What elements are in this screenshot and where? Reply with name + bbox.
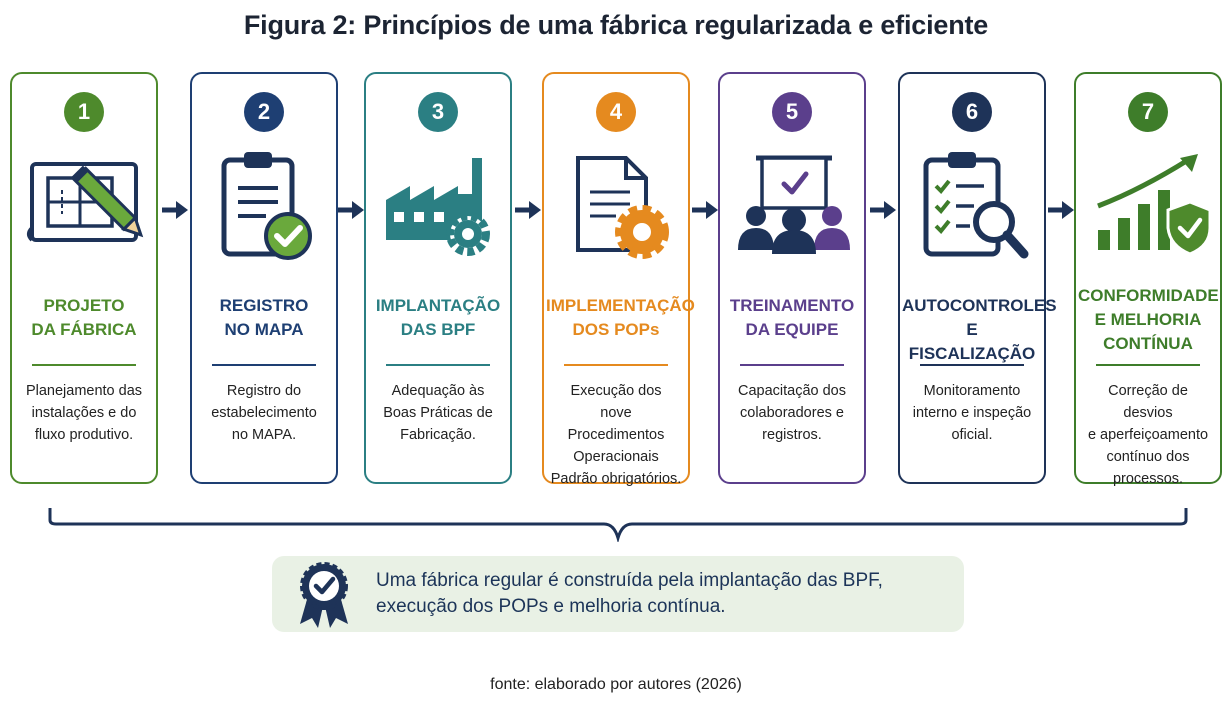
- arrow-right-icon: [870, 201, 896, 219]
- step-number-badge: 7: [1128, 92, 1168, 132]
- divider: [740, 364, 844, 366]
- grouping-brace: [48, 508, 1188, 542]
- figure-source: fonte: elaborado por autores (2026): [490, 676, 742, 693]
- arrow-right-icon: [1048, 201, 1074, 219]
- step-card-6: 6 AUTOCONTROLES E FISCALIZAÇÃO Monitoram…: [898, 72, 1057, 484]
- figure-title: Figura 2: Princípios de uma fábrica regu…: [243, 10, 989, 40]
- divider: [920, 364, 1024, 366]
- step-card-4: 4 IMPLEMENTAÇÃO DOS POPs Execução dos no…: [542, 72, 695, 487]
- step-description: Registro do estabelecimento no MAPA.: [211, 383, 317, 443]
- step-card-2: 2 REGISTRO NO MAPA Registro do estabelec…: [190, 72, 338, 484]
- divider: [386, 364, 490, 366]
- step-description: Monitoramento interno e inspeção oficial…: [912, 383, 1032, 443]
- step-description: Capacitação dos colaboradores e registro…: [737, 383, 846, 443]
- divider: [212, 364, 316, 366]
- team-training-icon: [738, 155, 850, 254]
- step-card-7: 7 CONFORMIDADE E MELHORIA CONTÍNUA Corre…: [1074, 72, 1222, 487]
- step-heading: CONFORMIDADE E MELHORIA CONTÍNUA: [1078, 286, 1219, 353]
- step-number-badge: 2: [244, 92, 284, 132]
- step-number-badge: 4: [596, 92, 636, 132]
- step-card-5: 5 TREINAMENTO DA EQUIPE Capacitação dos …: [718, 72, 866, 484]
- step-description: Execução dos nove Procedimentos Operacio…: [550, 383, 682, 487]
- growth-chart-shield-icon: [1097, 154, 1210, 256]
- step-number-badge: 1: [64, 92, 104, 132]
- blueprint-pencil-icon: [27, 162, 144, 242]
- step-number-badge: 6: [952, 92, 992, 132]
- step-heading: IMPLANTAÇÃO DAS BPF: [375, 296, 501, 339]
- step-description: Correção de desvios e aperfeiçoamento co…: [1087, 383, 1209, 487]
- checklist-magnifier-icon: [923, 152, 1029, 259]
- clipboard-check-icon: [221, 152, 312, 260]
- step-heading: AUTOCONTROLES E FISCALIZAÇÃO: [902, 296, 1057, 363]
- step-heading: TREINAMENTO DA EQUIPE: [729, 296, 855, 339]
- summary-text: Uma fábrica regular é construída pela im…: [376, 570, 883, 617]
- step-description: Adequação às Boas Práticas de Fabricação…: [383, 383, 493, 443]
- arrow-right-icon: [338, 201, 364, 219]
- arrow-right-icon: [162, 201, 188, 219]
- step-heading: IMPLEMENTAÇÃO DOS POPs: [546, 296, 695, 339]
- document-gear-icon: [576, 156, 669, 259]
- step-card-3: 3 IMPLANTAÇÃO DAS BPF Adequação às Boas …: [364, 72, 512, 484]
- divider: [1096, 364, 1200, 366]
- arrow-right-icon: [515, 201, 541, 219]
- summary-callout: Uma fábrica regular é construída pela im…: [272, 556, 964, 632]
- arrow-right-icon: [692, 201, 718, 219]
- divider: [32, 364, 136, 366]
- step-number-badge: 5: [772, 92, 812, 132]
- step-heading: REGISTRO NO MAPA: [219, 296, 309, 339]
- award-badge-icon: [300, 562, 348, 628]
- step-card-1: 1 PROJETO DA FÁBRICA Planejamento das in…: [10, 72, 158, 484]
- step-number-badge: 3: [418, 92, 458, 132]
- step-description: Planejamento das instalações e do fluxo …: [25, 383, 143, 443]
- factory-gear-icon: [386, 158, 490, 256]
- divider: [564, 364, 668, 366]
- step-heading: PROJETO DA FÁBRICA: [31, 296, 137, 339]
